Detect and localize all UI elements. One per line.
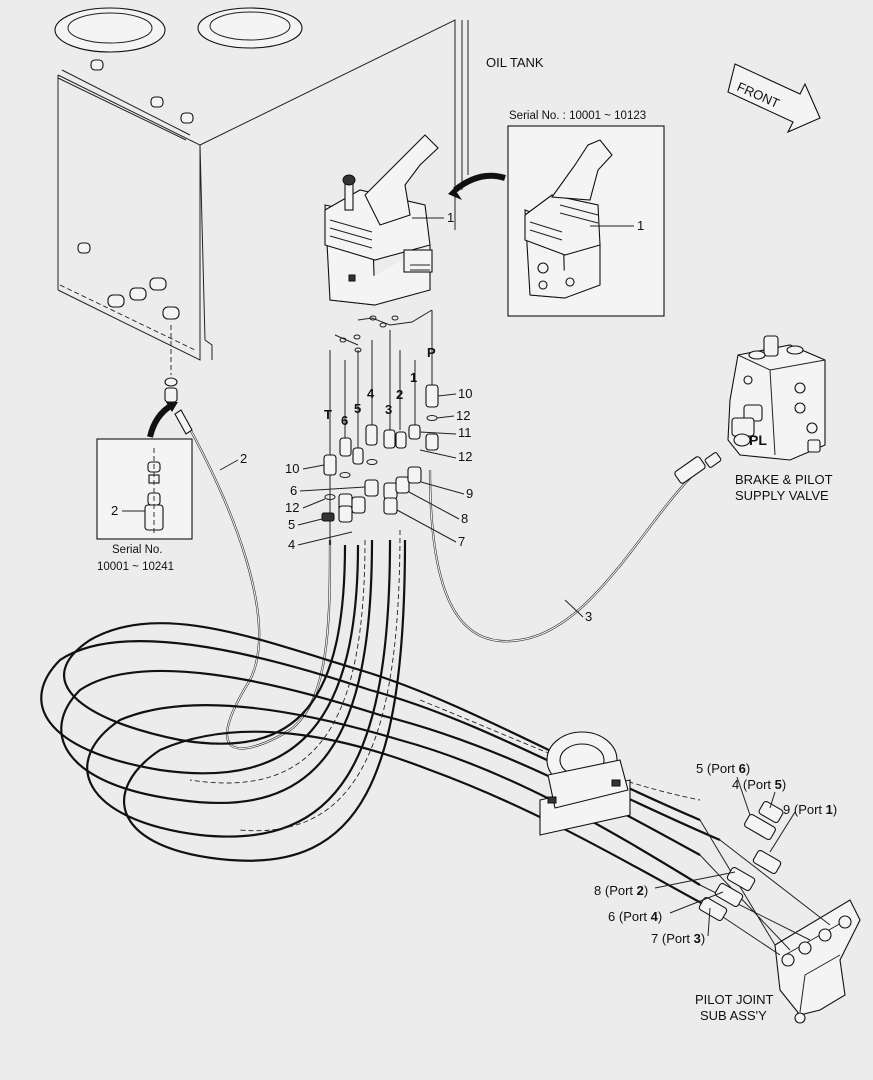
port-map-5: 7 (Port 3) <box>651 931 705 946</box>
callout-11: 11 <box>458 425 472 440</box>
callout-3: 3 <box>585 609 592 624</box>
callout-10-right: 10 <box>458 386 472 401</box>
callout-4: 4 <box>288 537 295 552</box>
port-3-label: 3 <box>385 402 392 417</box>
callout-1-main: 1 <box>447 210 454 225</box>
port-5-label: 5 <box>354 401 361 416</box>
pilot-joint-sub-assy: PILOT JOINT SUB ASS'Y <box>695 819 861 1024</box>
hose-bundle: 2 3 <box>40 325 722 906</box>
port-map-3: 8 (Port 2) <box>594 883 648 898</box>
oil-tank-label: OIL TANK <box>486 55 544 70</box>
callout-7: 7 <box>458 534 465 549</box>
serial-top-label: Serial No. : 10001 ~ 10123 <box>509 110 646 122</box>
front-arrow: FRONT <box>727 63 821 134</box>
serial-left-label-2: 10001 ~ 10241 <box>97 561 174 573</box>
port-map-0: 5 (Port 6) <box>696 761 750 776</box>
brake-valve-label-2: SUPPLY VALVE <box>735 488 829 503</box>
brake-valve-label-1: BRAKE & PILOT <box>735 472 833 487</box>
inset-serial-top: Serial No. : 10001 ~ 10123 1 <box>448 110 665 317</box>
port-map-4: 6 (Port 4) <box>608 909 662 924</box>
port-map-2: 9 (Port 1) <box>783 802 837 817</box>
serial-left-label-1: Serial No. <box>112 544 163 556</box>
pilot-joint-label-2: SUB ASS'Y <box>700 1008 767 1023</box>
brake-pilot-supply-valve: PL BRAKE & PILOT SUPPLY VALVE <box>727 335 833 503</box>
port-map-1: 4 (Port 5) <box>732 777 786 792</box>
callout-6: 6 <box>290 483 297 498</box>
port-2-label: 2 <box>396 387 403 402</box>
port-map-fittings <box>654 776 796 937</box>
callout-2-hose: 2 <box>240 451 247 466</box>
port-4-label: 4 <box>367 386 375 401</box>
callout-12-right-a: 12 <box>456 408 470 423</box>
pl-port-label: PL <box>749 432 767 448</box>
port-T-label: T <box>324 407 332 422</box>
oil-tank: OIL TANK <box>54 7 544 361</box>
hose-clamp <box>539 731 631 836</box>
inset-serial-left: 2 Serial No. 10001 ~ 10241 <box>96 402 193 573</box>
callout-10-left: 10 <box>285 461 299 476</box>
tank-bosses <box>77 59 194 320</box>
callout-1-inset: 1 <box>637 218 644 233</box>
joystick-assembly: 1 <box>324 134 454 306</box>
port-6-label: 6 <box>341 413 348 428</box>
port-fittings: T 6 5 4 3 2 1 P 10 12 11 <box>285 309 473 552</box>
callout-5: 5 <box>288 517 295 532</box>
callout-9: 9 <box>466 486 473 501</box>
port-map-labels: 5 (Port 6) 4 (Port 5) 9 (Port 1) 8 (Port… <box>594 761 837 946</box>
pilot-joint-label-1: PILOT JOINT <box>695 992 774 1007</box>
callout-2-inset: 2 <box>111 503 118 518</box>
callout-12-left: 12 <box>285 500 299 515</box>
callout-12-right-b: 12 <box>458 449 472 464</box>
port-P-label: P <box>427 345 436 360</box>
port-1-label: 1 <box>410 370 417 385</box>
callout-8: 8 <box>461 511 468 526</box>
